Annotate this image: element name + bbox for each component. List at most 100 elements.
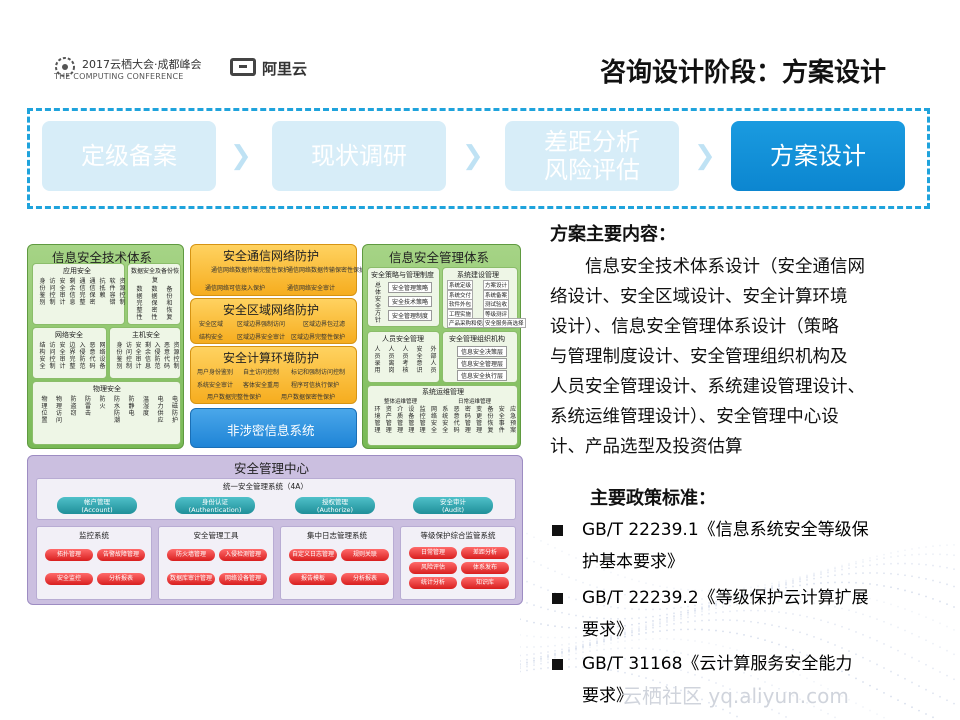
- step-gap-analysis[interactable]: 差距分析 风险评估: [505, 121, 679, 191]
- pill-label: 身份认证: [202, 498, 228, 506]
- subsystem-pill[interactable]: 拓扑管理: [45, 549, 93, 561]
- bullet-square-icon: [552, 659, 563, 670]
- paragraph-line: 系统运维管理设计）、安全管理中心设: [550, 407, 839, 427]
- section-item: 结构安全: [199, 334, 224, 341]
- page-title: 咨询设计阶段：方案设计: [600, 58, 887, 88]
- pill-label: (Audit): [441, 506, 465, 514]
- vertical-label: 备份和恢复: [166, 286, 173, 321]
- step-survey[interactable]: 现状调研: [272, 121, 446, 191]
- subsystem-pill[interactable]: 风险评估: [409, 562, 457, 574]
- vertical-label: 结构安全: [39, 342, 46, 370]
- section-item: 通信网络数据传输保密性保护: [287, 267, 366, 274]
- subsystem-pill[interactable]: 知识库: [461, 577, 509, 589]
- vertical-label: 资源控制: [173, 342, 180, 370]
- subsystem-pill[interactable]: 报告模板: [289, 573, 337, 585]
- vertical-label: 资产管理: [385, 406, 392, 434]
- vertical-label: 身份鉴别: [39, 278, 46, 306]
- section-title: 非涉密信息系统: [227, 423, 315, 438]
- vertical-label: 入侵防范: [79, 342, 86, 370]
- vertical-label: 入侵防范: [154, 342, 161, 370]
- subsystem-panel: 集中日志管理系统自定义日志管理规则关联报告模板分析报表: [280, 526, 394, 600]
- staff-panel: 人员安全管理 人员录用人员离岗人员考核安全意识外部人员: [367, 331, 440, 383]
- vertical-label: 数据完整性: [136, 286, 143, 321]
- vertical-label: 人员离岗: [388, 346, 395, 374]
- vertical-label: 访问控制: [49, 342, 56, 370]
- section-item: 区域边界包过滤: [303, 321, 346, 328]
- section-item: 系统安全审计: [197, 382, 234, 389]
- subsystem-pill[interactable]: 分析报表: [341, 573, 389, 585]
- physical-security-panel: 物理安全 物理位置物理访问防盗窃防雷击防火防水防潮防静电温湿度电力供应电磁防护: [32, 381, 181, 445]
- center-title: 安全管理中心: [234, 461, 310, 476]
- host-security-panel: 主机安全 身份鉴别访问控制安全审计剩余信息入侵防范恶意代码资源控制: [109, 327, 181, 379]
- mgmt-system-panel: 信息安全管理体系 安全策略与管理制度 总体安全方针 安全管理策略 安全技术策略 …: [362, 244, 526, 449]
- step-label: 差距分析: [544, 128, 640, 156]
- panel-title: 主机安全: [132, 331, 160, 339]
- mgmt-system-title: 信息安全管理体系: [389, 250, 490, 265]
- section-item: 通信网络数据传输完整性保护: [211, 267, 290, 274]
- subsystem-pill[interactable]: 自定义日志管理: [289, 549, 337, 561]
- subsystem-pill[interactable]: 安全监控: [45, 573, 93, 585]
- step-label: 方案设计: [770, 142, 866, 170]
- build-item: 系统交付: [447, 289, 474, 300]
- build-item: 安全服务商选择: [483, 318, 526, 329]
- panel-title: 系统建设管理: [457, 271, 499, 279]
- vertical-label: 防水防潮: [113, 396, 120, 424]
- process-frame: [27, 108, 930, 209]
- security-center-panel: 安全管理中心 统一安全管理系统（4A） 帐户管理(Account) 身份认证(A…: [27, 455, 523, 605]
- vertical-label: 数据保密性: [151, 286, 158, 321]
- panel-title: 安全管理组织机构: [449, 335, 505, 343]
- org-item: 信息安全管理层: [457, 358, 508, 369]
- vertical-label: 物理位置: [41, 396, 48, 424]
- org-item: 信息安全决策层: [457, 346, 508, 357]
- pill-label: 帐户管理: [84, 498, 110, 506]
- policy-heading: 主要政策标准：: [590, 488, 716, 509]
- vertical-label: 人员考核: [402, 346, 409, 374]
- step-solution-design[interactable]: 方案设计: [731, 121, 905, 191]
- build-panel: 系统建设管理 系统定级方案设计系统交付系统备案软件外包测试验收工程实施等级测评产…: [442, 267, 526, 329]
- subsystem-pill[interactable]: 防火墙管理: [167, 549, 215, 561]
- subsystem-pill[interactable]: 统计分析: [409, 577, 457, 589]
- subsystem-pill[interactable]: 规则关联: [341, 549, 389, 561]
- comm-network-protection: 安全通信网络防护 通信网络数据传输完整性保护 通信网络数据传输保密性保护 通信网…: [190, 244, 365, 296]
- vertical-label: 防火: [99, 396, 106, 410]
- panel-title: 人员安全管理: [382, 335, 424, 343]
- panel-subtitle: 日常运维管理: [458, 399, 492, 405]
- chevron-right-icon: ❯: [230, 141, 252, 171]
- vertical-label: 恶意代码: [163, 342, 170, 370]
- vertical-label: 安全审计: [59, 342, 66, 370]
- standard-line: 要求》: [582, 620, 633, 640]
- audit-pill: 安全审计(Audit): [413, 497, 493, 514]
- subsystem-pill[interactable]: 体系发布: [461, 562, 509, 574]
- vertical-label: 监控管理: [419, 406, 426, 434]
- vertical-label: 电磁防护: [171, 396, 178, 424]
- non-secret-system: 非涉密信息系统: [190, 408, 357, 448]
- tech-system-title: 信息安全技术体系: [52, 250, 153, 265]
- section-item: 通信网络安全审计: [287, 285, 336, 292]
- section-item: 区域边界完整性保护: [291, 334, 346, 341]
- subsystem-pill[interactable]: 入侵检测管理: [219, 549, 267, 561]
- authorize-pill: 授权管理(Authorize): [295, 497, 375, 514]
- subsystem-pill[interactable]: 日常管理: [409, 547, 457, 559]
- vertical-label: 边界完整: [69, 342, 76, 370]
- vertical-label: 恶意代码: [453, 406, 460, 434]
- paragraph-line: 设计）、信息安全管理体系设计（策略: [550, 317, 839, 337]
- step-label: 现状调研: [311, 142, 407, 170]
- vertical-label: 访问控制: [49, 278, 56, 306]
- standard-line: 要求》: [582, 686, 633, 706]
- paragraph-line: 人员安全管理设计、系统建设管理设计、: [550, 377, 865, 397]
- policy-item: 总体安全方针: [374, 282, 381, 324]
- vertical-label: 变更管理: [476, 406, 483, 434]
- chevron-right-icon: ❯: [462, 141, 484, 171]
- subsystem-pill[interactable]: 网络设备管理: [219, 573, 267, 585]
- subsystem-pill[interactable]: 分析报表: [97, 573, 145, 585]
- section-title: 安全区域网络防护: [223, 303, 320, 317]
- vertical-label: 安全意识: [416, 346, 423, 374]
- step-grading[interactable]: 定级备案: [42, 121, 216, 191]
- vertical-label: 安全事件: [498, 406, 505, 434]
- subsystem-pill[interactable]: 差距分析: [461, 547, 509, 559]
- pill-label: 授权管理: [322, 498, 348, 506]
- subsystem-pill[interactable]: 数据库审计管理: [167, 573, 215, 585]
- vertical-label: 访问控制: [125, 342, 132, 370]
- subsystem-pill[interactable]: 告警故障管理: [97, 549, 145, 561]
- vertical-label: 电力供应: [157, 396, 164, 424]
